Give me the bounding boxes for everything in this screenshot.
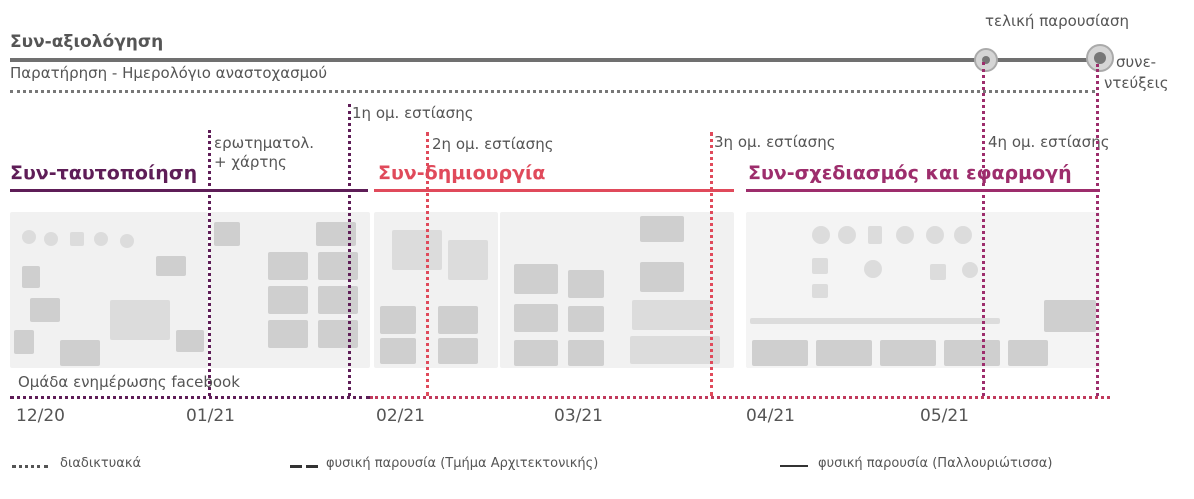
video-thumbnail bbox=[514, 340, 558, 366]
map-thumbnail bbox=[110, 300, 170, 340]
legend-physical-arch-label: φυσική παρουσία (Τμήμα Αρχιτεκτονικής) bbox=[326, 456, 599, 471]
video-thumbnail bbox=[380, 338, 416, 364]
legend-dotted-swatch bbox=[12, 465, 48, 468]
facebook-line-segment-1 bbox=[10, 396, 370, 399]
focus-group-4-label: 4η ομ. εστίασης bbox=[988, 133, 1110, 151]
facebook-group-label: Ομάδα ενημέρωσης facebook bbox=[18, 373, 240, 391]
date-label: 12/20 bbox=[16, 406, 65, 426]
building-icon bbox=[812, 258, 828, 274]
video-thumbnail bbox=[380, 306, 416, 334]
sketch-thumbnail bbox=[392, 230, 442, 270]
video-thumbnail bbox=[1044, 300, 1096, 332]
legend-solid-swatch bbox=[780, 465, 808, 467]
video-thumbnail bbox=[944, 340, 1000, 366]
avatar-icon bbox=[864, 260, 882, 278]
interviews-label-1: συνε- bbox=[1116, 53, 1157, 71]
avatar-icon bbox=[44, 232, 58, 246]
phase-coidentification-label: Συν-ταυτοποίηση bbox=[10, 162, 198, 184]
coevaluation-line bbox=[10, 58, 1100, 62]
video-thumbnail bbox=[176, 330, 204, 352]
video-thumbnail bbox=[14, 330, 34, 354]
phase-codesign-line bbox=[746, 189, 1100, 192]
questionnaire-marker bbox=[208, 130, 211, 396]
video-thumbnail bbox=[568, 340, 604, 366]
date-label: 03/21 bbox=[554, 406, 603, 426]
phase-coidentification-line bbox=[10, 189, 368, 192]
building-icon bbox=[812, 284, 828, 298]
video-thumbnail bbox=[268, 252, 308, 280]
coevaluation-label: Συν-αξιολόγηση bbox=[10, 32, 164, 52]
phase-codesign-label: Συν-σχεδιασμός και εφαρμογή bbox=[748, 162, 1072, 184]
avatar-icon bbox=[812, 226, 830, 244]
avatar-icon bbox=[962, 262, 978, 278]
photo-panel-1 bbox=[10, 212, 208, 368]
sketch-thumbnail bbox=[448, 240, 488, 280]
date-label: 01/21 bbox=[186, 406, 235, 426]
date-label: 05/21 bbox=[920, 406, 969, 426]
phase-cocreation-line bbox=[374, 189, 734, 192]
sketch-thumbnail bbox=[632, 300, 712, 330]
focus-group-2-label: 2η ομ. εστίασης bbox=[432, 135, 554, 153]
focus-group-3-marker bbox=[710, 132, 713, 396]
video-thumbnail bbox=[22, 266, 40, 288]
date-label: 04/21 bbox=[746, 406, 795, 426]
avatar-icon bbox=[896, 226, 914, 244]
avatar-icon bbox=[838, 226, 856, 244]
focus-group-3-label: 3η ομ. εστίασης bbox=[714, 133, 836, 151]
video-thumbnail bbox=[438, 338, 478, 364]
legend-online-label: διαδικτυακά bbox=[60, 456, 142, 471]
interviews-marker bbox=[1086, 44, 1114, 72]
video-thumbnail bbox=[880, 340, 936, 366]
video-thumbnail bbox=[816, 340, 872, 366]
video-thumbnail bbox=[318, 252, 358, 280]
video-thumbnail bbox=[318, 286, 358, 314]
avatar-icon bbox=[120, 234, 134, 248]
focus-group-2-marker bbox=[426, 132, 429, 396]
video-thumbnail bbox=[640, 262, 684, 292]
video-thumbnail bbox=[268, 320, 308, 348]
building-icon bbox=[930, 264, 946, 280]
date-label: 02/21 bbox=[376, 406, 425, 426]
legend-dashed-swatch-2 bbox=[306, 465, 318, 468]
video-thumbnail bbox=[214, 222, 240, 246]
focus-group-1-marker bbox=[348, 104, 351, 396]
video-thumbnail bbox=[514, 304, 558, 332]
legend-dashed-swatch bbox=[290, 465, 302, 468]
avatar-icon bbox=[954, 226, 972, 244]
sketch-thumbnail bbox=[630, 336, 720, 364]
building-icon bbox=[868, 226, 882, 244]
video-thumbnail bbox=[640, 216, 684, 242]
video-thumbnail bbox=[438, 306, 478, 334]
interviews-label-2: ντεύξεις bbox=[1104, 74, 1169, 92]
final-presentation-label: τελική παρουσίαση bbox=[985, 12, 1129, 30]
observation-dotted-line bbox=[10, 90, 1095, 93]
phase-cocreation-label: Συν-δημιουργία bbox=[378, 162, 546, 184]
avatar-icon bbox=[22, 230, 36, 244]
questionnaire-label-1: ερωτηματολ. bbox=[214, 134, 315, 152]
building-icon bbox=[70, 232, 84, 246]
focus-group-4-marker bbox=[982, 62, 985, 396]
interviews-marker-line bbox=[1096, 64, 1099, 396]
video-thumbnail bbox=[568, 306, 604, 332]
final-presentation-marker bbox=[974, 48, 998, 72]
video-thumbnail bbox=[568, 270, 604, 298]
video-thumbnail bbox=[514, 264, 558, 294]
video-thumbnail bbox=[1008, 340, 1048, 366]
observation-label: Παρατήρηση - Ημερολόγιο αναστοχασμού bbox=[10, 64, 328, 82]
video-thumbnail bbox=[156, 256, 186, 276]
avatar-icon bbox=[94, 232, 108, 246]
questionnaire-label-2: + χάρτης bbox=[214, 153, 287, 171]
focus-group-1-label: 1η ομ. εστίασης bbox=[352, 104, 474, 122]
video-thumbnail bbox=[30, 298, 60, 322]
video-thumbnail bbox=[268, 286, 308, 314]
facebook-line-segment-2 bbox=[370, 396, 1110, 399]
avatar-icon bbox=[926, 226, 944, 244]
video-thumbnail bbox=[752, 340, 808, 366]
video-thumbnail bbox=[60, 340, 100, 366]
legend-physical-pall-label: φυσική παρουσία (Παλλουριώτισσα) bbox=[818, 456, 1053, 471]
video-thumbnail bbox=[318, 320, 358, 348]
toolbar-strip bbox=[750, 318, 1000, 324]
